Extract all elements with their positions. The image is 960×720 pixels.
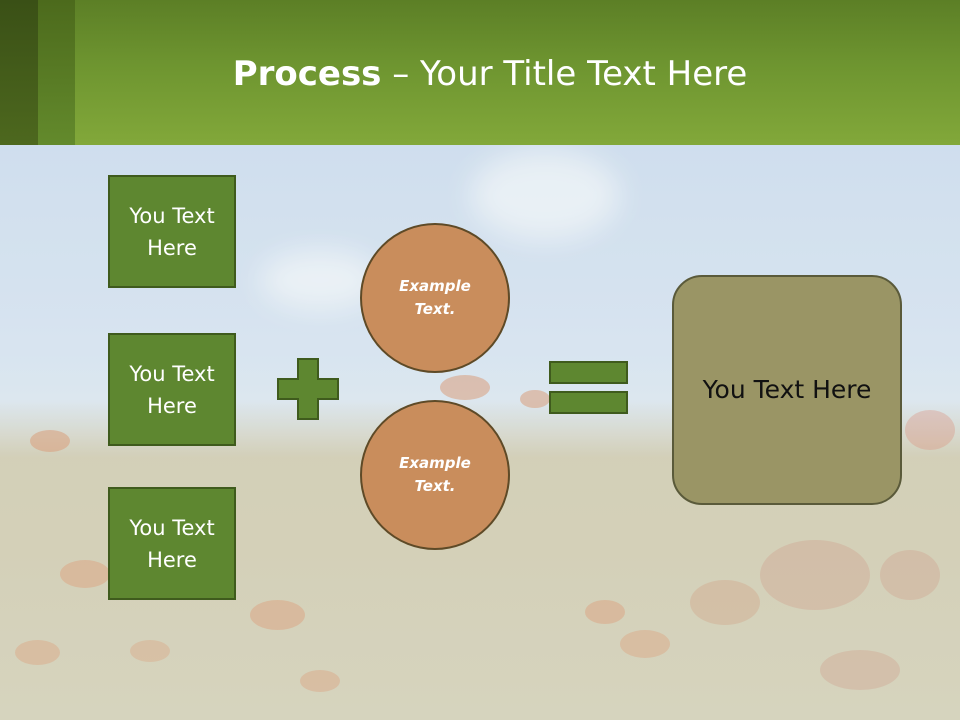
text-box-label: You Text Here: [129, 203, 215, 260]
equals-icon: [549, 361, 629, 415]
result-label: You Text Here: [702, 375, 872, 404]
flower: [520, 390, 550, 408]
flower: [250, 600, 305, 630]
circle-label: Example Text.: [399, 277, 471, 318]
text-box-1[interactable]: You Text Here: [108, 175, 236, 288]
flower: [880, 550, 940, 600]
flower: [300, 670, 340, 692]
title-bold: Process: [232, 54, 382, 94]
text-box-label: You Text Here: [129, 515, 215, 572]
flower: [620, 630, 670, 658]
title-band: Process – Your Title Text Here: [0, 0, 960, 145]
flower: [585, 600, 625, 624]
flower: [15, 640, 60, 665]
flower: [60, 560, 110, 588]
text-box-label: You Text Here: [129, 361, 215, 418]
example-circle-1[interactable]: Example Text.: [360, 223, 510, 373]
flower: [820, 650, 900, 690]
flower: [130, 640, 170, 662]
header-stripe: [38, 0, 75, 145]
text-box-3[interactable]: You Text Here: [108, 487, 236, 600]
flower: [440, 375, 490, 400]
result-box[interactable]: You Text Here: [672, 275, 902, 505]
flower: [30, 430, 70, 452]
title-rest: – Your Title Text Here: [381, 54, 748, 94]
circle-label: Example Text.: [399, 454, 471, 495]
cloud: [470, 150, 620, 240]
flower: [760, 540, 870, 610]
header-stripe: [0, 0, 38, 145]
plus-icon: [276, 357, 340, 421]
flower: [690, 580, 760, 625]
text-box-2[interactable]: You Text Here: [108, 333, 236, 446]
example-circle-2[interactable]: Example Text.: [360, 400, 510, 550]
slide-title[interactable]: Process – Your Title Text Here: [75, 52, 905, 96]
flower: [905, 410, 955, 450]
